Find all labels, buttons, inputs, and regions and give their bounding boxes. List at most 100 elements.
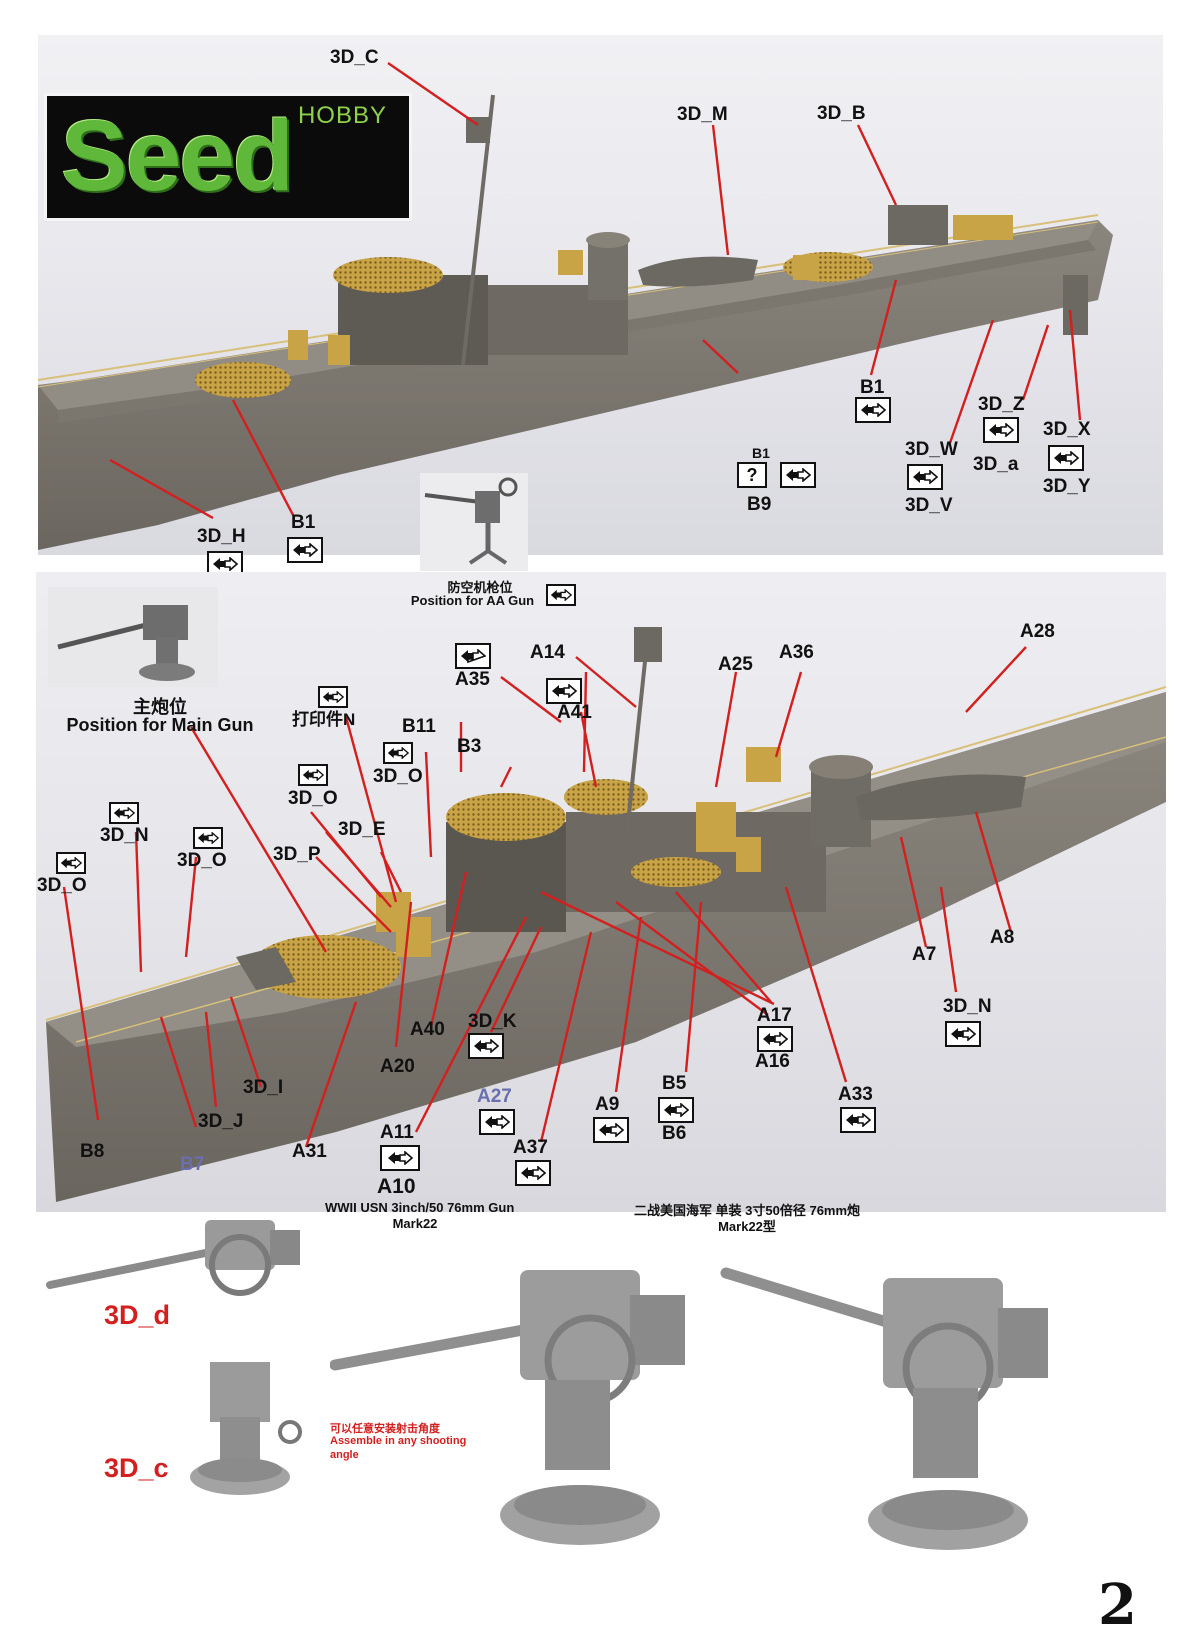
label-a14: A14 <box>530 642 565 663</box>
label-b7: B7 <box>180 1154 205 1175</box>
label-3d-y: 3D_Y <box>1043 476 1091 497</box>
shooting-angle-note-en: Assemble in any shooting <box>330 1435 467 1447</box>
label-b6: B6 <box>662 1123 687 1144</box>
label-3d-c: 3D_c <box>104 1453 169 1483</box>
label-3d-m: 3D_M <box>677 104 728 125</box>
gun-3d-d-render <box>46 1220 300 1296</box>
label-a41: A41 <box>557 702 592 723</box>
flip-arrow-icon <box>193 827 223 849</box>
label-3d-o: 3D_O <box>37 875 87 896</box>
main-gun-caption-cn: 主炮位 <box>133 697 187 717</box>
label-a9: A9 <box>595 1094 620 1115</box>
label-3d-n: 3D_N <box>100 825 149 846</box>
logo-seed-text: Seed <box>61 100 294 212</box>
page-number: 2 <box>1098 1572 1137 1638</box>
label-3d-v: 3D_V <box>905 495 953 516</box>
flip-arrow-icon <box>1048 445 1084 471</box>
flip-arrow-icon <box>298 764 328 786</box>
label-a25: A25 <box>718 654 753 675</box>
gun-mount-3d-c-render <box>190 1362 302 1495</box>
unknown-part-box: ? <box>737 462 767 488</box>
label-a27: A27 <box>477 1086 512 1107</box>
flip-arrow-icon <box>945 1021 981 1047</box>
main-gun-icon <box>57 605 195 681</box>
aa-gun-icon <box>424 477 518 565</box>
flip-arrow-icon <box>515 1160 551 1186</box>
flip-arrow-icon <box>287 537 323 563</box>
label-a40: A40 <box>410 1019 445 1040</box>
label-a37: A37 <box>513 1137 548 1158</box>
label-a31: A31 <box>292 1141 327 1162</box>
label-3d-c: 3D_C <box>330 47 379 68</box>
label-a36: A36 <box>779 642 814 663</box>
flip-arrow-icon <box>546 584 576 606</box>
ship-hull-drawing-top <box>38 62 1113 550</box>
gun-title-cn-mark: Mark22型 <box>718 1219 776 1234</box>
label-a35: A35 <box>455 669 490 690</box>
flip-arrow-icon <box>479 1109 515 1135</box>
label-3d-w: 3D_W <box>905 439 958 460</box>
label-a10: A10 <box>377 1175 416 1198</box>
label-3d-j: 3D_J <box>198 1111 244 1132</box>
flip-arrow-icon <box>318 686 348 708</box>
label-3d-x: 3D_X <box>1043 419 1091 440</box>
label-a28: A28 <box>1020 621 1055 642</box>
label-3d-p: 3D_P <box>273 844 321 865</box>
label-3d-k: 3D_K <box>468 1011 517 1032</box>
flip-arrow-icon <box>840 1107 876 1133</box>
label-b1-low: B1 <box>291 512 316 533</box>
label-b1-right: B1 <box>860 377 885 398</box>
shooting-angle-note-cn: 可以任意安装射击角度 <box>330 1423 440 1435</box>
label-a20: A20 <box>380 1056 415 1077</box>
flip-arrow-icon <box>907 464 943 490</box>
label-3d-h: 3D_H <box>197 526 246 547</box>
gun-render-front <box>330 1270 685 1545</box>
label-3d-o: 3D_O <box>177 850 227 871</box>
label-print-part-n: 打印件N <box>292 710 356 729</box>
label-a17: A17 <box>757 1005 792 1026</box>
label-3d-z: 3D_Z <box>978 394 1025 415</box>
flip-arrow-icon <box>109 802 139 824</box>
main-gun-inset-image <box>48 587 218 687</box>
gun-title-en-mark: Mark22 <box>392 1216 438 1231</box>
ship-hull-drawing-bottom <box>45 627 1166 1202</box>
top-ship-photo <box>38 35 1163 555</box>
label-a7: A7 <box>912 944 937 965</box>
gun-render-elevated <box>720 1267 1048 1550</box>
flip-arrow-icon <box>757 1026 793 1052</box>
aa-gun-caption-en: Position for AA Gun <box>410 593 535 608</box>
label-a11: A11 <box>380 1122 414 1143</box>
label-b8: B8 <box>80 1141 105 1162</box>
label-3d-n: 3D_N <box>943 996 992 1017</box>
seed-hobby-logo: HOBBY Seed <box>44 93 412 221</box>
flip-arrow-icon <box>855 397 891 423</box>
flip-arrow-icon <box>658 1097 694 1123</box>
flip-arrow-icon <box>468 1033 504 1059</box>
logo-hobby-text: HOBBY <box>297 102 387 129</box>
aa-gun-inset-image <box>420 473 528 571</box>
aa-gun-caption-cn: 防空机枪位 <box>447 580 513 595</box>
flip-arrow-icon <box>383 742 413 764</box>
flip-arrow-icon <box>56 852 86 874</box>
label-a16: A16 <box>755 1051 790 1072</box>
flip-arrow-icon <box>780 462 816 488</box>
label-3d-b: 3D_B <box>817 103 866 124</box>
label-b5: B5 <box>662 1073 687 1094</box>
shooting-angle-note-en-2: angle <box>330 1449 359 1461</box>
gun-title-cn: 二战美国海军 单装 3寸50倍径 76mm炮 <box>633 1203 861 1218</box>
label-a8: A8 <box>990 927 1015 948</box>
flip-arrow-icon <box>983 417 1019 443</box>
label-3d-i: 3D_I <box>243 1077 284 1098</box>
main-gun-caption-en: Position for Main Gun <box>66 715 254 735</box>
label-b1-small: B1 <box>752 445 770 461</box>
label-b3: B3 <box>457 736 482 757</box>
gun-title-en: WWII USN 3inch/50 76mm Gun <box>325 1200 515 1215</box>
label-3d-o: 3D_O <box>288 788 338 809</box>
label-3d-o: 3D_O <box>373 766 423 787</box>
label-3d-a: 3D_a <box>973 454 1019 475</box>
bottom-ship-photo <box>36 572 1166 1212</box>
flip-arrow-icon <box>593 1117 629 1143</box>
flip-arrow-icon <box>380 1145 420 1171</box>
label-b11: B11 <box>402 716 436 737</box>
label-b9: B9 <box>747 494 772 515</box>
